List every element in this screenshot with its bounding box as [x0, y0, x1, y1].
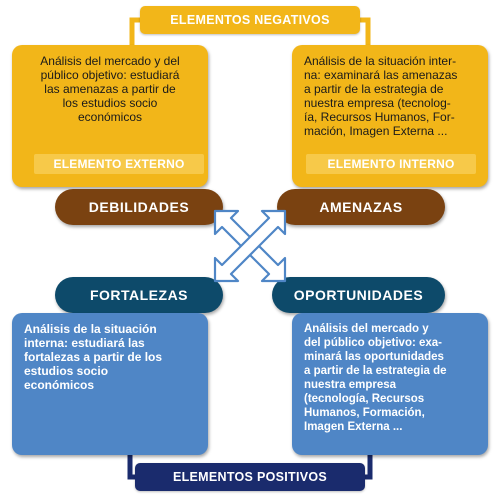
pill-strengths: FORTALEZAS — [55, 277, 223, 313]
card-threats-external: Análisis del mercado y del público objet… — [12, 45, 208, 187]
header-negative-elements: ELEMENTOS NEGATIVOS — [140, 6, 360, 34]
card-text: Análisis del mercado y del público objet… — [304, 323, 447, 433]
card-strengths: Análisis de la situación interna: estudi… — [12, 313, 208, 455]
pill-threats: AMENAZAS — [277, 189, 445, 225]
pill-weaknesses: DEBILIDADES — [55, 189, 223, 225]
pill-opportunities: OPORTUNIDADES — [272, 277, 445, 313]
card-opportunities: Análisis del mercado y del público objet… — [292, 313, 488, 455]
card-text: Análisis de la situación inter- na: exam… — [304, 54, 458, 138]
card-text: Análisis de la situación interna: estudi… — [24, 322, 163, 392]
header-positive-elements: ELEMENTOS POSITIVOS — [135, 463, 365, 491]
four-way-diagonal-arrow-icon — [213, 209, 287, 283]
label-internal-element: ELEMENTO INTERNO — [306, 154, 476, 174]
label-external-element: ELEMENTO EXTERNO — [34, 154, 204, 174]
card-text: Análisis del mercado y del público objet… — [40, 54, 180, 124]
